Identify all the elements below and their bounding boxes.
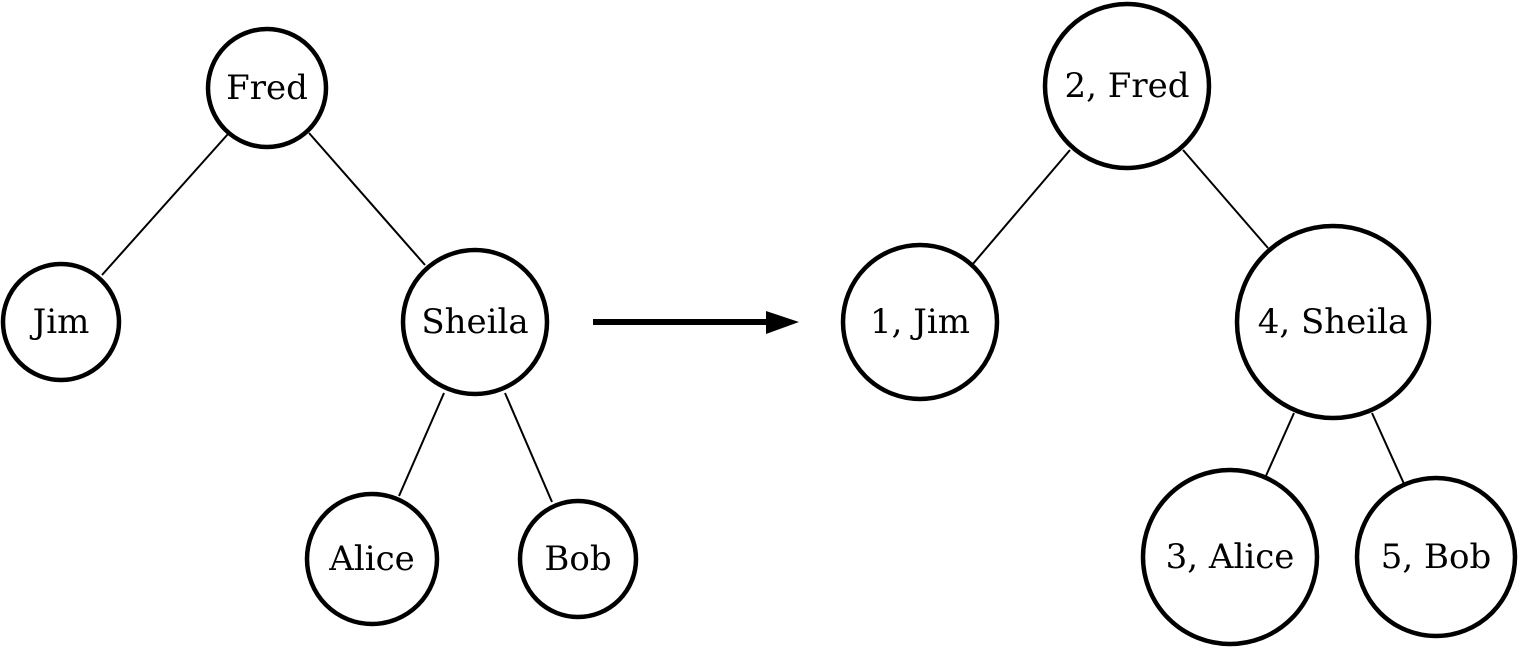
node-label: 3, Alice: [1166, 537, 1295, 577]
node-bob: 5, Bob: [1354, 475, 1518, 639]
node-label: Fred: [226, 68, 308, 108]
node-label: 5, Bob: [1381, 537, 1491, 577]
node-fred: Fred: [205, 26, 329, 150]
node-circle: [517, 498, 639, 620]
node-label: 4, Sheila: [1258, 302, 1409, 342]
edge-sheila-bob: [504, 392, 553, 503]
edge-sheila-alice: [1264, 412, 1295, 479]
edge-sheila-bob: [1371, 412, 1406, 487]
node-circle: [840, 242, 1000, 402]
node-label: Sheila: [421, 302, 528, 342]
node-sheila: 4, Sheila: [1234, 223, 1432, 421]
node-alice: Alice: [304, 491, 440, 627]
edge-fred-jim: [101, 133, 229, 276]
edge-sheila-alice: [398, 392, 445, 497]
node-circle: [0, 261, 122, 383]
node-circle: [1042, 1, 1212, 171]
node-circle: [1234, 223, 1432, 421]
edge-fred-sheila: [1182, 149, 1269, 249]
node-sheila: Sheila: [400, 247, 550, 397]
node-jim: 1, Jim: [840, 242, 1000, 402]
node-label: Jim: [30, 302, 90, 342]
node-label: 1, Jim: [870, 302, 970, 342]
node-circle: [304, 491, 440, 627]
before-tree: Fred Jim Sheila Alice Bob: [0, 26, 639, 627]
node-label: 2, Fred: [1065, 66, 1190, 106]
node-circle: [1140, 467, 1320, 647]
transform-arrow: [593, 311, 799, 334]
edge-fred-sheila: [308, 132, 426, 266]
node-circle: [1354, 475, 1518, 639]
after-tree: 2, Fred 1, Jim 4, Sheila 3, Alice 5, Bob: [840, 1, 1518, 647]
node-alice: 3, Alice: [1140, 467, 1320, 647]
edge-fred-jim: [971, 149, 1071, 266]
node-fred: 2, Fred: [1042, 1, 1212, 171]
node-bob: Bob: [517, 498, 639, 620]
node-label: Alice: [328, 539, 414, 579]
node-jim: Jim: [0, 261, 122, 383]
arrow-head: [766, 311, 799, 334]
node-label: Bob: [544, 539, 611, 579]
node-circle: [205, 26, 329, 150]
node-circle: [400, 247, 550, 397]
